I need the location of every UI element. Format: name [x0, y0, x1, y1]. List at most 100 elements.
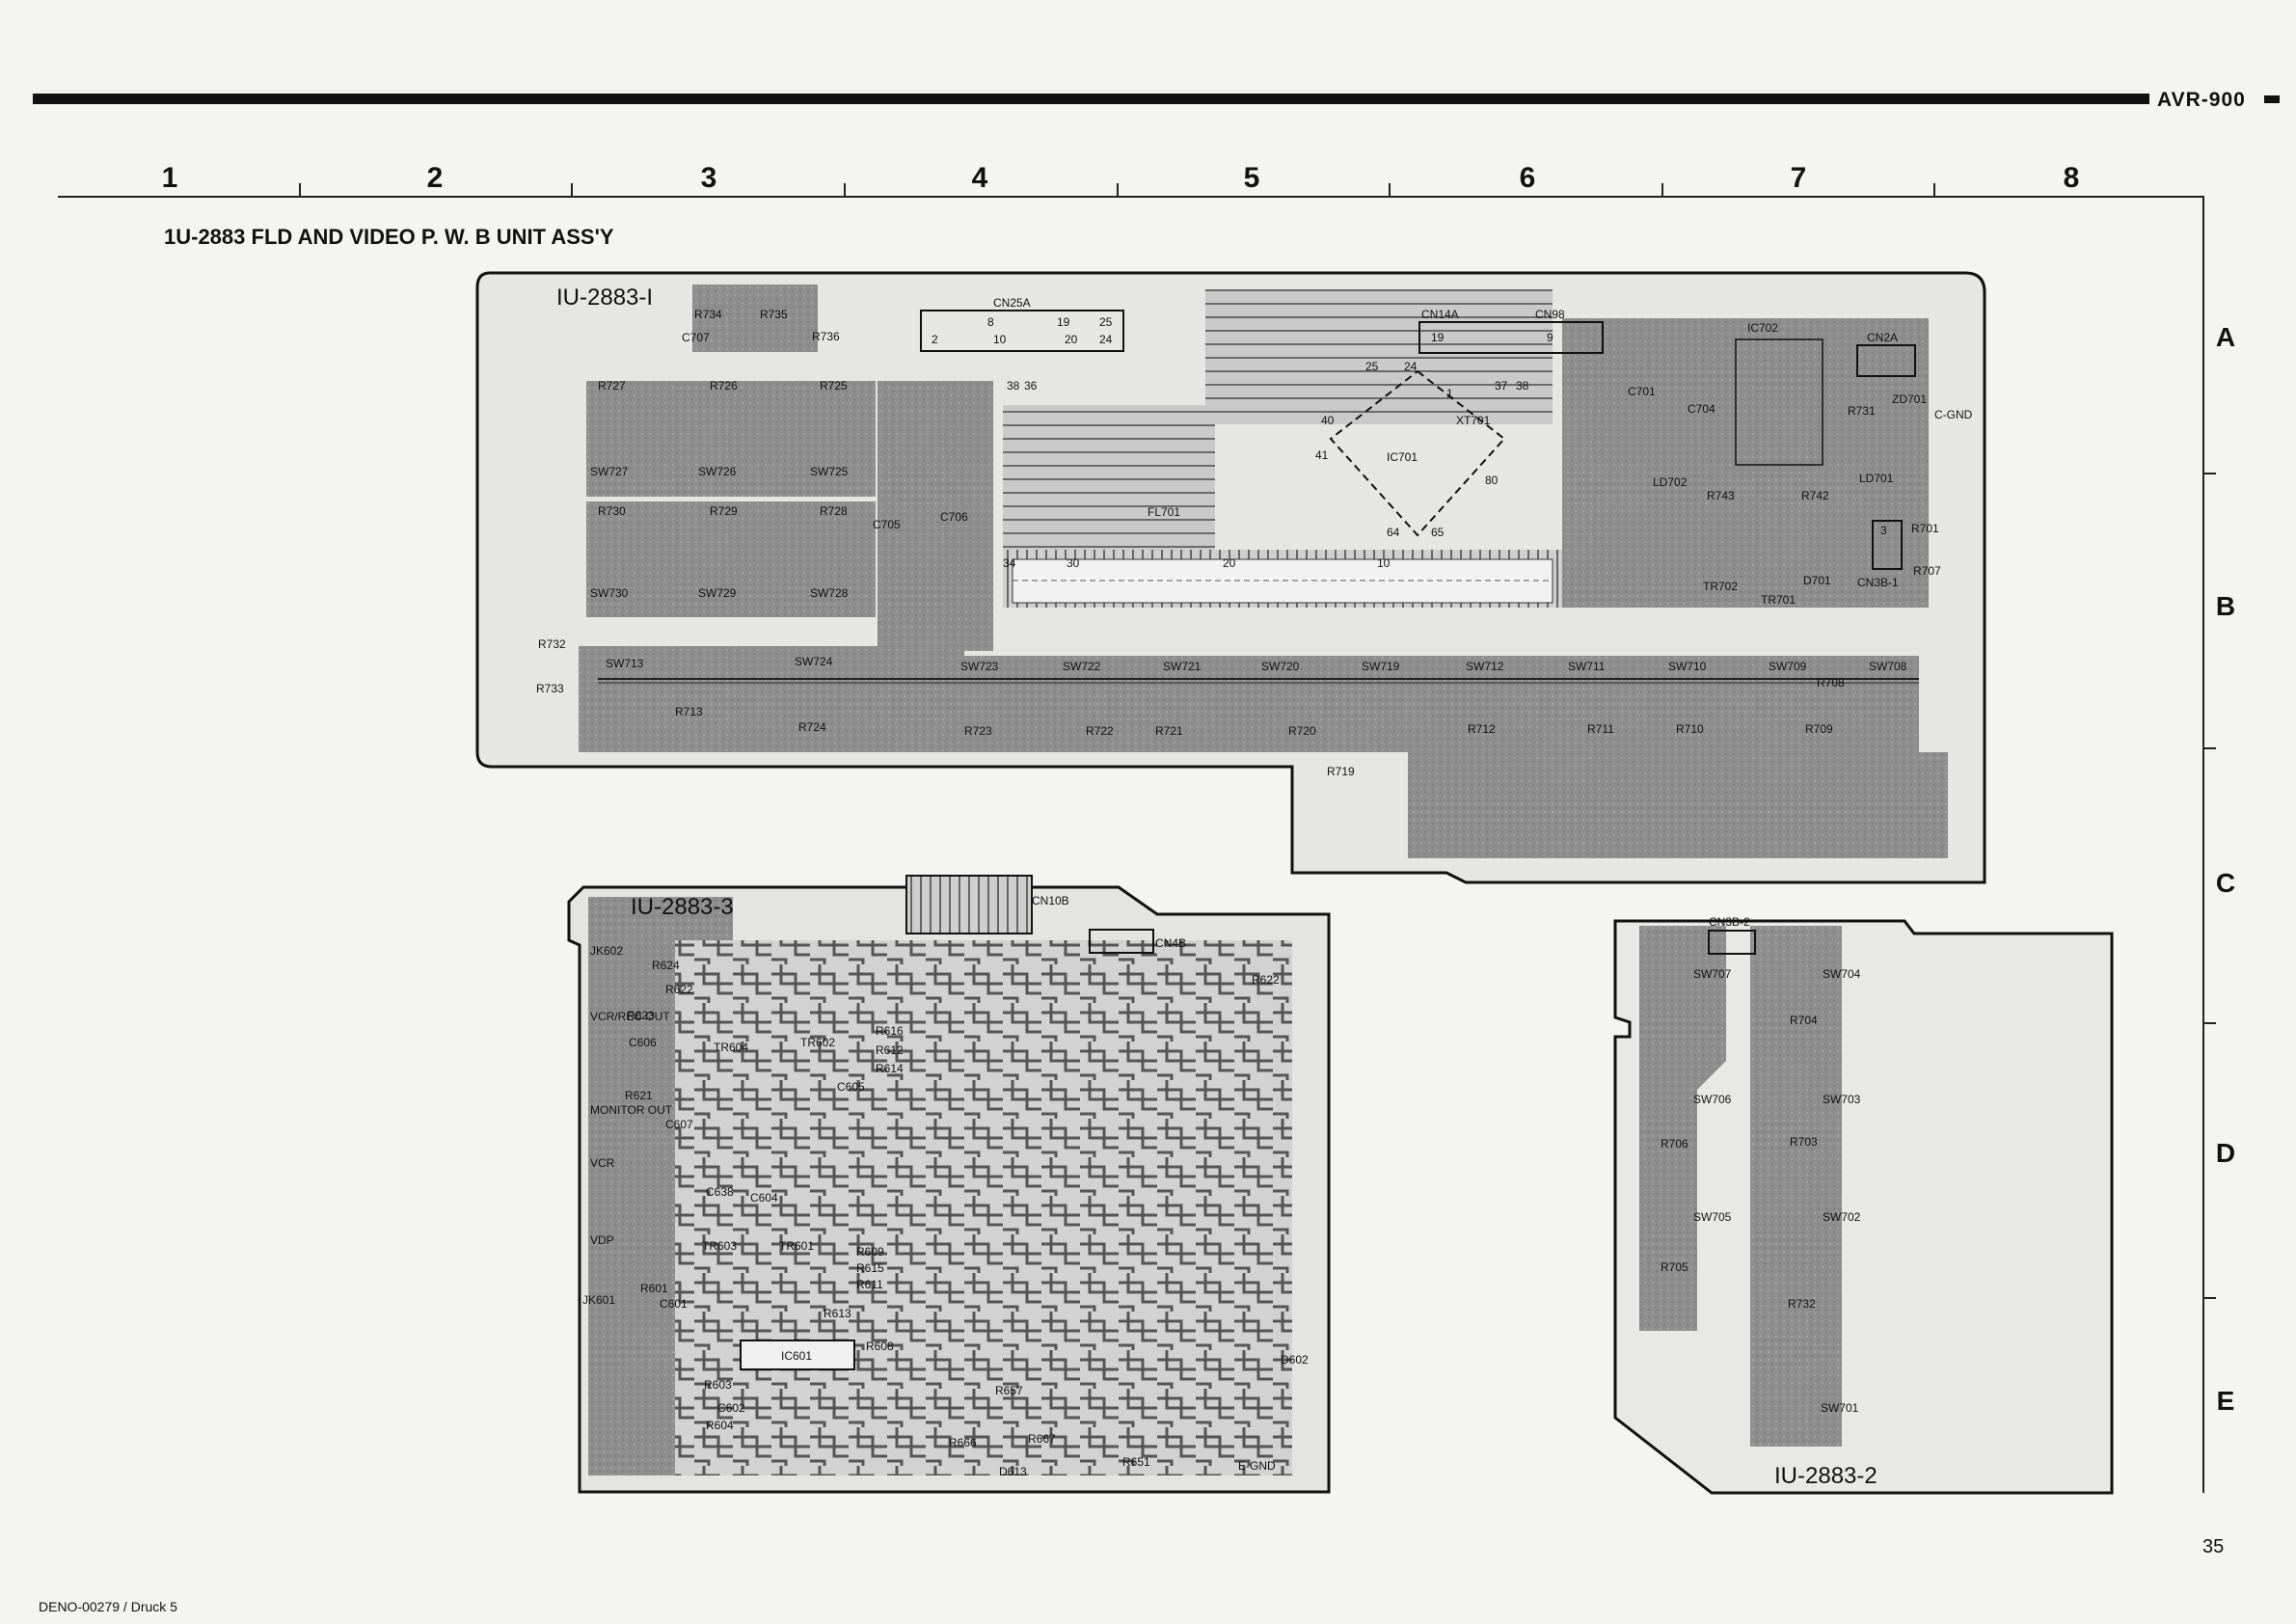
document-footer: DENO-00279 / Druck 5 [39, 1599, 177, 1614]
model-end-bar [2264, 95, 2280, 103]
component-label: R613 [824, 1307, 851, 1320]
component-label: R701 [1911, 522, 1939, 535]
component-label: R616 [876, 1024, 904, 1038]
copper-zone [675, 940, 1292, 1475]
component-label: CN25A [993, 296, 1031, 310]
component-label: R729 [710, 504, 738, 518]
resistor-label: R733 [536, 682, 564, 695]
component-label: JK601 [582, 1293, 615, 1307]
switch-label: SW719 [1362, 660, 1400, 673]
board-3-label: IU-2883-3 [631, 894, 734, 920]
column-number-4: 4 [971, 162, 988, 194]
board-2-label: IU-2883-2 [1774, 1463, 1877, 1489]
component-label: R623 [627, 1009, 655, 1022]
switch-label: SW721 [1163, 660, 1202, 673]
component-label: R666 [949, 1436, 977, 1449]
pin-label: 19 [1057, 315, 1070, 329]
component-label: R614 [876, 1062, 904, 1075]
pin-label: 38 [1516, 379, 1529, 392]
component-label: C607 [665, 1118, 693, 1131]
pin-label: 9 [1547, 331, 1553, 344]
component-label: XT701 [1456, 414, 1491, 427]
cn3b1-box [1872, 520, 1903, 570]
component-label: C604 [750, 1191, 778, 1204]
switch-label: SW712 [1466, 660, 1504, 673]
component-label: IC601 [781, 1349, 812, 1363]
copper-zone [1755, 1331, 1842, 1447]
copper-zone [1205, 289, 1553, 424]
pin-label: 1 [1446, 387, 1453, 400]
component-label: R727 [598, 379, 626, 392]
component-label: R725 [820, 379, 848, 392]
component-label: VCR [590, 1156, 615, 1170]
pin-label: 37 [1495, 379, 1508, 392]
component-label: R728 [820, 504, 848, 518]
component-label: TR602 [800, 1036, 835, 1049]
component-label: R624 [652, 959, 680, 972]
ic702-box [1735, 338, 1823, 466]
pin-label: 24 [1099, 333, 1113, 346]
resistor-label: R711 [1587, 722, 1614, 736]
column-number-1: 1 [161, 162, 178, 194]
column-tick [1933, 183, 1935, 196]
pin-label: 25 [1099, 315, 1113, 329]
component-label: R706 [1661, 1137, 1688, 1150]
top-rule [33, 94, 2149, 104]
component-label: R735 [760, 308, 788, 321]
component-label: R651 [1122, 1455, 1150, 1469]
component-label: C707 [682, 331, 710, 344]
component-label: SW726 [698, 465, 737, 478]
component-label: JK602 [590, 944, 623, 958]
resistor-label: R713 [675, 705, 703, 718]
column-tick [299, 183, 301, 196]
switch-label: SW723 [960, 660, 999, 673]
pin-label: 41 [1315, 448, 1329, 462]
ic601-box [740, 1340, 855, 1370]
switch-label: SW710 [1668, 660, 1707, 673]
board-2-outline [1613, 919, 2114, 1495]
component-label: SW702 [1823, 1210, 1861, 1224]
ic701-outline [1329, 369, 1506, 537]
resistor-label: R710 [1676, 722, 1704, 736]
component-label: LD702 [1653, 475, 1688, 489]
switch-label: SW709 [1769, 660, 1807, 673]
row-letter-a: A [2215, 322, 2236, 352]
copper-zone [1408, 752, 1948, 858]
pin-label: 36 [1024, 379, 1038, 392]
row-tick [2202, 1022, 2216, 1024]
column-number-7: 7 [1790, 162, 1807, 194]
component-label: C706 [940, 510, 968, 524]
component-label: CN10B [1032, 894, 1069, 907]
switch-label: SW720 [1261, 660, 1300, 673]
component-label: R615 [856, 1261, 884, 1275]
component-label: SW703 [1823, 1093, 1861, 1106]
component-label: VCR/REC OUT [590, 1010, 670, 1023]
component-label: TR701 [1761, 593, 1796, 607]
pin-label: 10 [1377, 556, 1391, 570]
copper-zone [692, 284, 818, 352]
component-label: R743 [1707, 489, 1735, 502]
pin-label: 19 [1431, 331, 1445, 344]
page-number: 35 [2202, 1536, 2225, 1557]
cn25a-box [920, 310, 1124, 352]
pin-label: 8 [987, 315, 994, 329]
column-number-2: 2 [426, 162, 444, 194]
column-tick [844, 183, 846, 196]
component-label: SW704 [1823, 967, 1861, 981]
component-label: ZD701 [1892, 392, 1927, 406]
resistor-label: R721 [1155, 724, 1183, 738]
component-label: R730 [598, 504, 626, 518]
copper-zone [1736, 318, 1929, 608]
cn2a-box [1856, 344, 1916, 377]
row-letter-c: C [2215, 868, 2236, 898]
component-label: TR702 [1703, 580, 1738, 593]
copper-zone [1003, 405, 1215, 550]
component-label: CN14A [1421, 308, 1459, 321]
component-label: C638 [706, 1185, 734, 1199]
column-tick [1661, 183, 1663, 196]
resistor-label: R732 [538, 637, 566, 651]
pin-label: 65 [1431, 526, 1445, 539]
component-label: R609 [856, 1245, 884, 1259]
resistor-label: R720 [1288, 724, 1316, 738]
